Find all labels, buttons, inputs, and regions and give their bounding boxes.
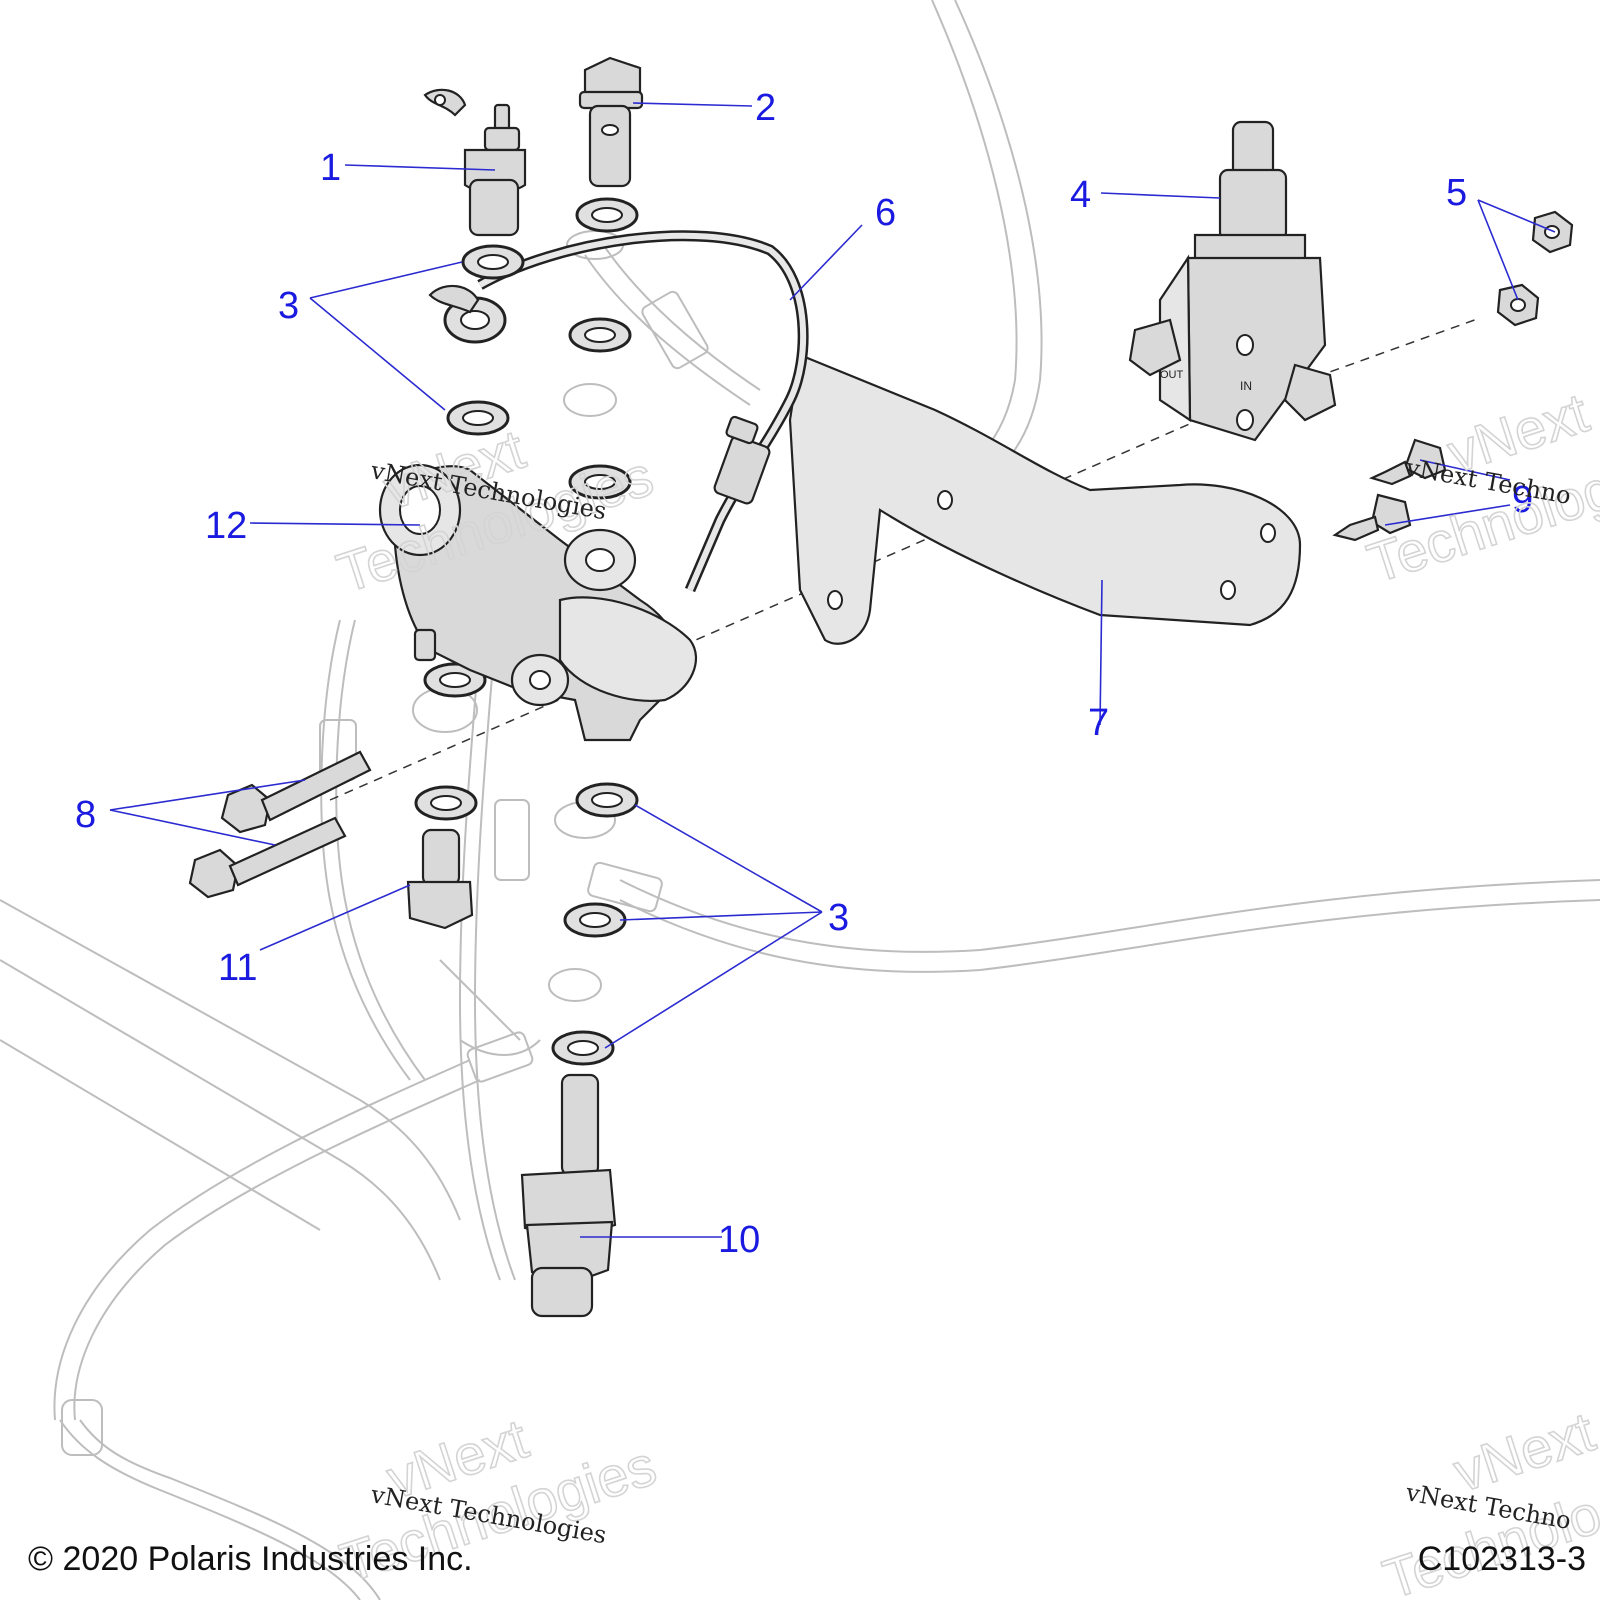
callout-2: 2	[755, 87, 776, 129]
drawing-code: C102313-3	[1417, 1540, 1586, 1578]
callout-11: 11	[218, 947, 257, 989]
callout-1: 1	[320, 147, 341, 189]
bolts	[188, 750, 372, 899]
nuts	[1496, 210, 1574, 327]
callout-8: 8	[75, 794, 96, 836]
banjo-bolt-lower	[406, 828, 474, 930]
bleeder-valve	[423, 88, 527, 237]
callout-10: 10	[718, 1219, 760, 1261]
mounting-bracket	[788, 353, 1302, 645]
callout-3-upper: 3	[278, 285, 299, 327]
callout-7: 7	[1088, 702, 1109, 744]
callout-4: 4	[1070, 174, 1091, 216]
callout-12: 12	[205, 505, 247, 547]
crush-washers-upper	[423, 197, 639, 698]
pressure-valve: IN OUT	[1128, 120, 1337, 442]
valve-out-marking: OUT	[1160, 369, 1184, 381]
valve-body	[378, 463, 698, 742]
callout-3-lower: 3	[828, 897, 849, 939]
valve-in-marking: IN	[1240, 379, 1252, 393]
callout-5: 5	[1446, 172, 1467, 214]
callout-numbers: 1 2 3 4 5 6 7 8 9 10 11 12 3	[75, 87, 1533, 1261]
copyright-notice: © 2020 Polaris Industries Inc.	[28, 1540, 473, 1578]
brake-hose	[428, 230, 809, 593]
banjo-bolt-upper	[578, 56, 644, 188]
adapter-fitting	[520, 1073, 617, 1318]
callout-6: 6	[875, 192, 896, 234]
callout-9: 9	[1512, 479, 1533, 521]
crush-washers-lower	[414, 782, 639, 1066]
leader-lines	[109, 102, 1556, 1238]
watermarks: vNext Technologies vNext Technologies vN…	[329, 380, 1600, 1600]
screws	[1332, 438, 1447, 542]
